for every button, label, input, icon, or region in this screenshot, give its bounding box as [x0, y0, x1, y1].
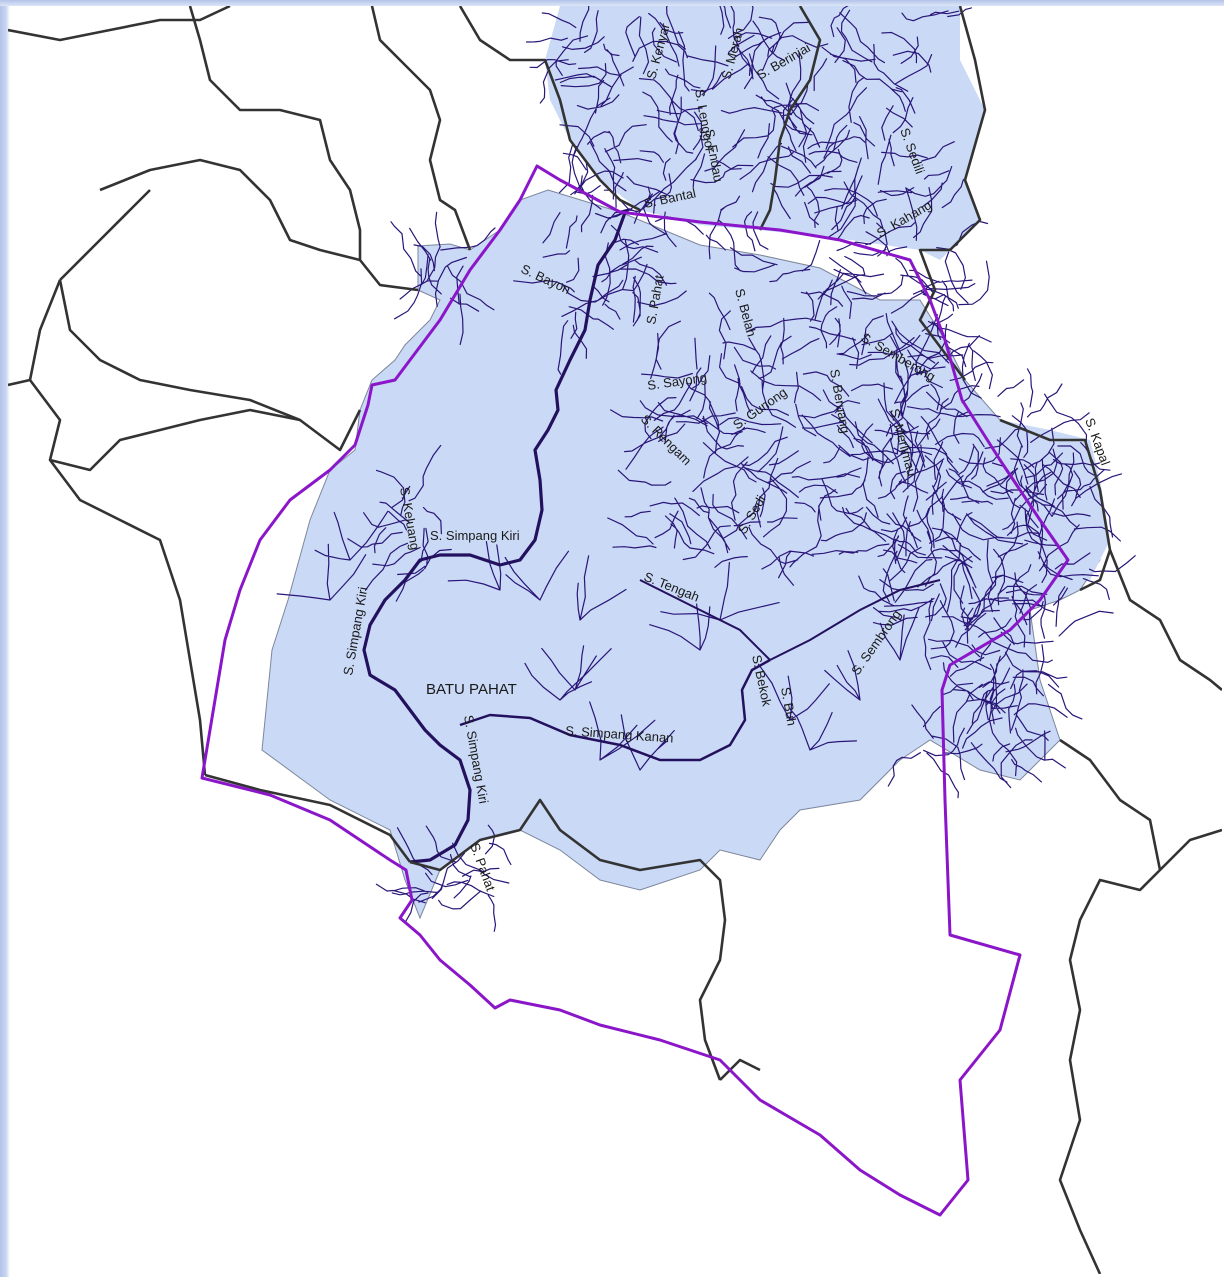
district-boundaries	[8, 6, 1222, 1274]
town-label: BATU PAHAT	[426, 681, 517, 698]
basin-area	[261, 189, 1101, 920]
river-label-10: S. Simpang Kiri	[430, 528, 520, 543]
top-edge	[0, 0, 1224, 6]
watershed-map[interactable]: BATU PAHAT S. Simpang Kiri S. Simpang Ka…	[8, 6, 1222, 1274]
study-boundary	[200, 164, 1070, 1217]
main-river	[362, 209, 628, 864]
tengah-river	[639, 579, 771, 661]
river-label-12: S. Buh	[778, 686, 800, 727]
simpang-kanan-river	[459, 658, 771, 762]
lower-tributaries	[276, 510, 920, 771]
river-network	[276, 6, 1136, 932]
north-basin-fill	[545, 6, 985, 260]
tributary-streams	[347, 6, 1136, 932]
sembrong-river	[769, 579, 941, 661]
